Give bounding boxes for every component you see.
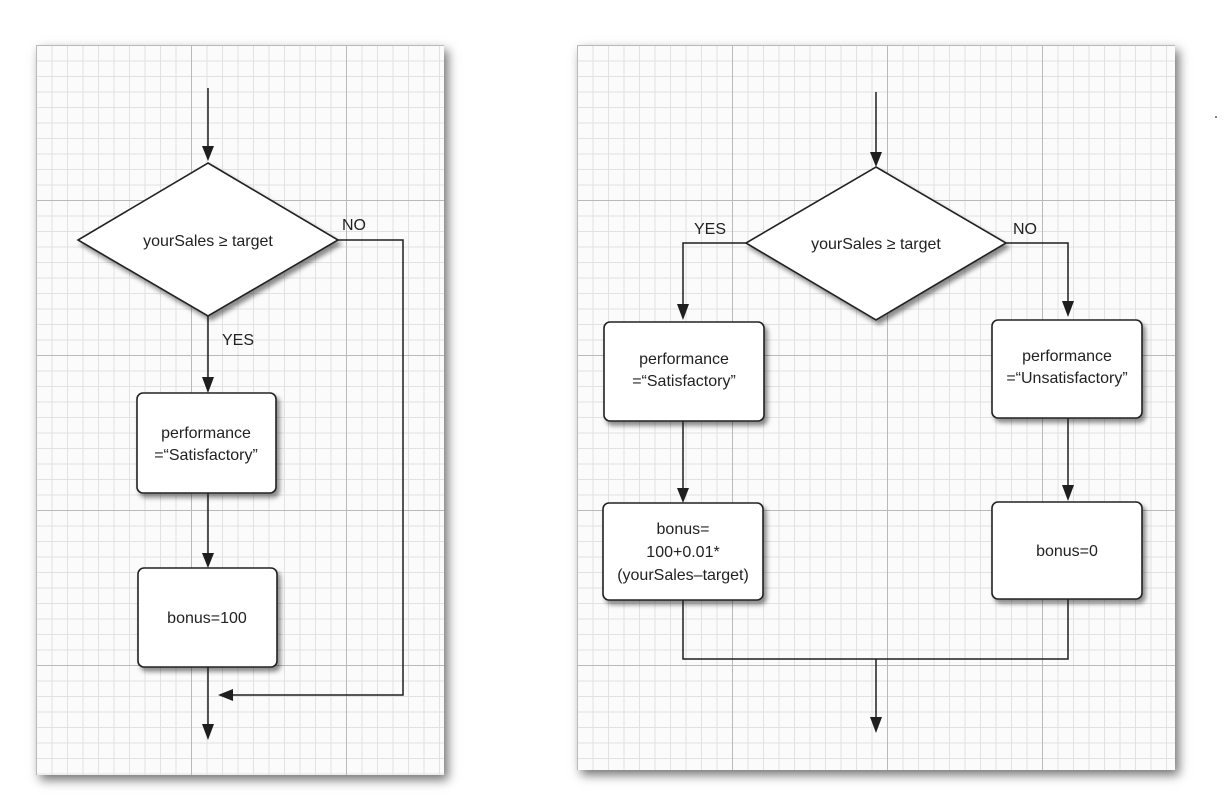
right-no-edge: [1006, 242, 1069, 303]
right-yes-label: YES: [694, 221, 726, 238]
right-yes-arrowhead: [677, 304, 689, 320]
stray-dot: [1215, 116, 1217, 118]
left-yes-label: YES: [222, 332, 254, 349]
right-yes-box1-box2-arrowhead: [677, 488, 689, 503]
right-yes-bonus-line3: (yourSales–target): [617, 567, 749, 584]
right-yes-edge: [682, 242, 746, 306]
right-decision-diamond: [744, 166, 1008, 321]
right-no-performance-line2: =“Unsatisfactory”: [1006, 370, 1127, 387]
right-yes-bonus-line1: bonus=: [657, 521, 710, 538]
right-merge-edge: [682, 599, 1069, 660]
right-no-box1-box2-arrowhead: [1062, 485, 1074, 501]
left-no-edge: [232, 239, 404, 696]
left-decision-label: yourSales ≥ target: [143, 233, 273, 250]
left-box1-box2-arrowhead: [202, 553, 214, 568]
right-exit-arrowhead: [870, 717, 882, 733]
left-yes-arrowhead: [202, 377, 214, 393]
right-yes-performance-box: [603, 321, 765, 422]
right-no-performance-box: [991, 319, 1143, 419]
left-flowchart: yourSales ≥ target NO YES performance =“…: [76, 88, 404, 740]
right-flowchart: yourSales ≥ target YES NO performance =“…: [602, 92, 1143, 733]
right-decision-label: yourSales ≥ target: [811, 236, 941, 253]
right-no-label: NO: [1013, 221, 1037, 238]
right-no-bonus-text: bonus=0: [1036, 543, 1098, 560]
right-no-arrowhead: [1062, 301, 1074, 317]
right-yes-performance-line1: performance: [639, 351, 729, 368]
left-performance-line1: performance: [161, 425, 251, 442]
left-no-arrowhead: [218, 689, 233, 701]
right-no-performance-line1: performance: [1022, 348, 1112, 365]
right-no-bonus-box: [991, 501, 1143, 600]
right-yes-bonus-line2: 100+0.01*: [646, 544, 719, 561]
right-entry-arrowhead: [870, 152, 882, 167]
left-performance-line2: =“Satisfactory”: [154, 447, 258, 464]
left-performance-box: [136, 392, 277, 494]
left-no-label: NO: [342, 217, 366, 234]
left-entry-arrowhead: [202, 146, 214, 161]
left-exit-arrowhead: [202, 724, 214, 740]
left-bonus-text: bonus=100: [167, 610, 247, 627]
right-yes-performance-line2: =“Satisfactory”: [632, 373, 736, 390]
